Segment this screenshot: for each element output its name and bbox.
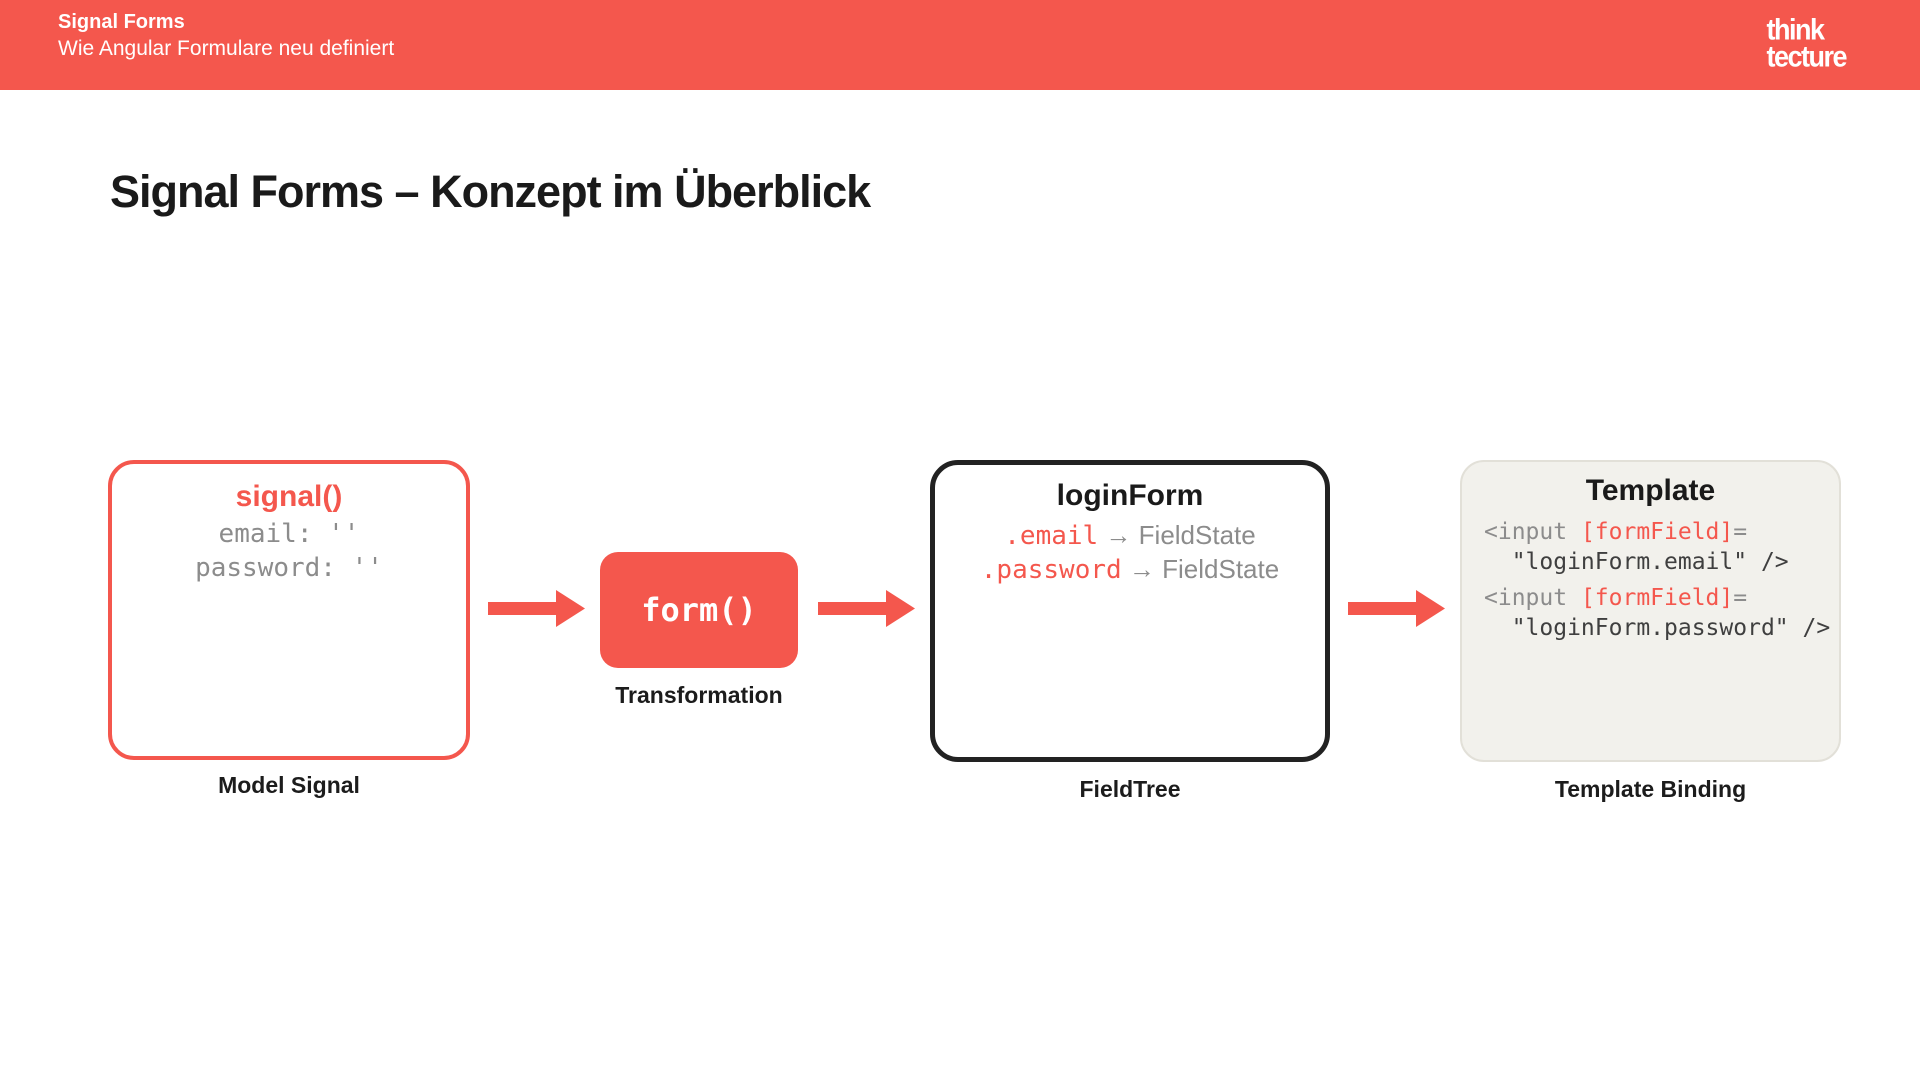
model-signal-title: signal() (235, 480, 343, 513)
fieldtree-title: loginForm (1056, 479, 1204, 512)
header-text: Signal Forms Wie Angular Formulare neu d… (58, 9, 394, 62)
transformation-box: form() (600, 552, 798, 668)
maps-to-arrow-icon: → (1105, 520, 1132, 550)
code-binding-value: "loginForm.password" /> (1484, 615, 1831, 641)
transformation-label: Transformation (615, 682, 783, 708)
template-box: Template <input [formField]= "loginForm.… (1460, 460, 1841, 762)
code-binding-value: "loginForm.email" /> (1484, 549, 1789, 575)
field-name: .password (980, 555, 1122, 585)
model-signal-label: Model Signal (218, 772, 360, 798)
deck-title: Signal Forms (58, 11, 185, 33)
code-line: <input [formField]= (1484, 583, 1839, 613)
fieldtree-row-email: .email → FieldState (935, 519, 1325, 553)
code-equals: = (1733, 519, 1748, 545)
code-tag: <input (1484, 585, 1581, 611)
model-signal-password-line: password: '' (195, 553, 383, 583)
fieldtree-box: loginForm .email → FieldState .password … (930, 460, 1330, 762)
template-title: Template (1585, 474, 1716, 507)
slide-header: Signal Forms Wie Angular Formulare neu d… (0, 0, 1920, 90)
code-statement-password: <input [formField]= "loginForm.password"… (1484, 583, 1839, 643)
field-state: FieldState (1138, 520, 1256, 550)
field-state: FieldState (1162, 554, 1280, 584)
fieldtree-row-password: .password → FieldState (935, 553, 1325, 587)
model-signal-email-line: email: '' (218, 519, 360, 549)
fieldtree-label: FieldTree (1079, 776, 1181, 802)
model-signal-box: signal() email: '' password: '' (108, 460, 470, 760)
code-statement-email: <input [formField]= "loginForm.email" /> (1484, 517, 1839, 577)
slide-title: Signal Forms – Konzept im Überblick (110, 166, 871, 217)
flow-arrow-icon (1348, 588, 1446, 628)
template-binding-label: Template Binding (1554, 776, 1747, 802)
logo-line-2: tecture (1766, 40, 1847, 74)
field-name: .email (1004, 521, 1099, 551)
code-line: <input [formField]= (1484, 517, 1839, 547)
thinktecture-logo: think tecture (1766, 13, 1847, 74)
deck-subtitle: Wie Angular Formulare neu definiert (58, 37, 395, 60)
form-function-title: form() (641, 591, 757, 629)
code-equals: = (1733, 585, 1748, 611)
maps-to-arrow-icon: → (1128, 554, 1155, 584)
logo-line-1: think (1766, 13, 1824, 47)
code-directive: [formField] (1580, 585, 1734, 611)
flow-arrow-icon (818, 588, 916, 628)
code-tag: <input (1484, 519, 1581, 545)
template-code: <input [formField]= "loginForm.email" />… (1484, 517, 1839, 643)
flow-arrow-icon (488, 588, 586, 628)
code-directive: [formField] (1580, 519, 1734, 545)
